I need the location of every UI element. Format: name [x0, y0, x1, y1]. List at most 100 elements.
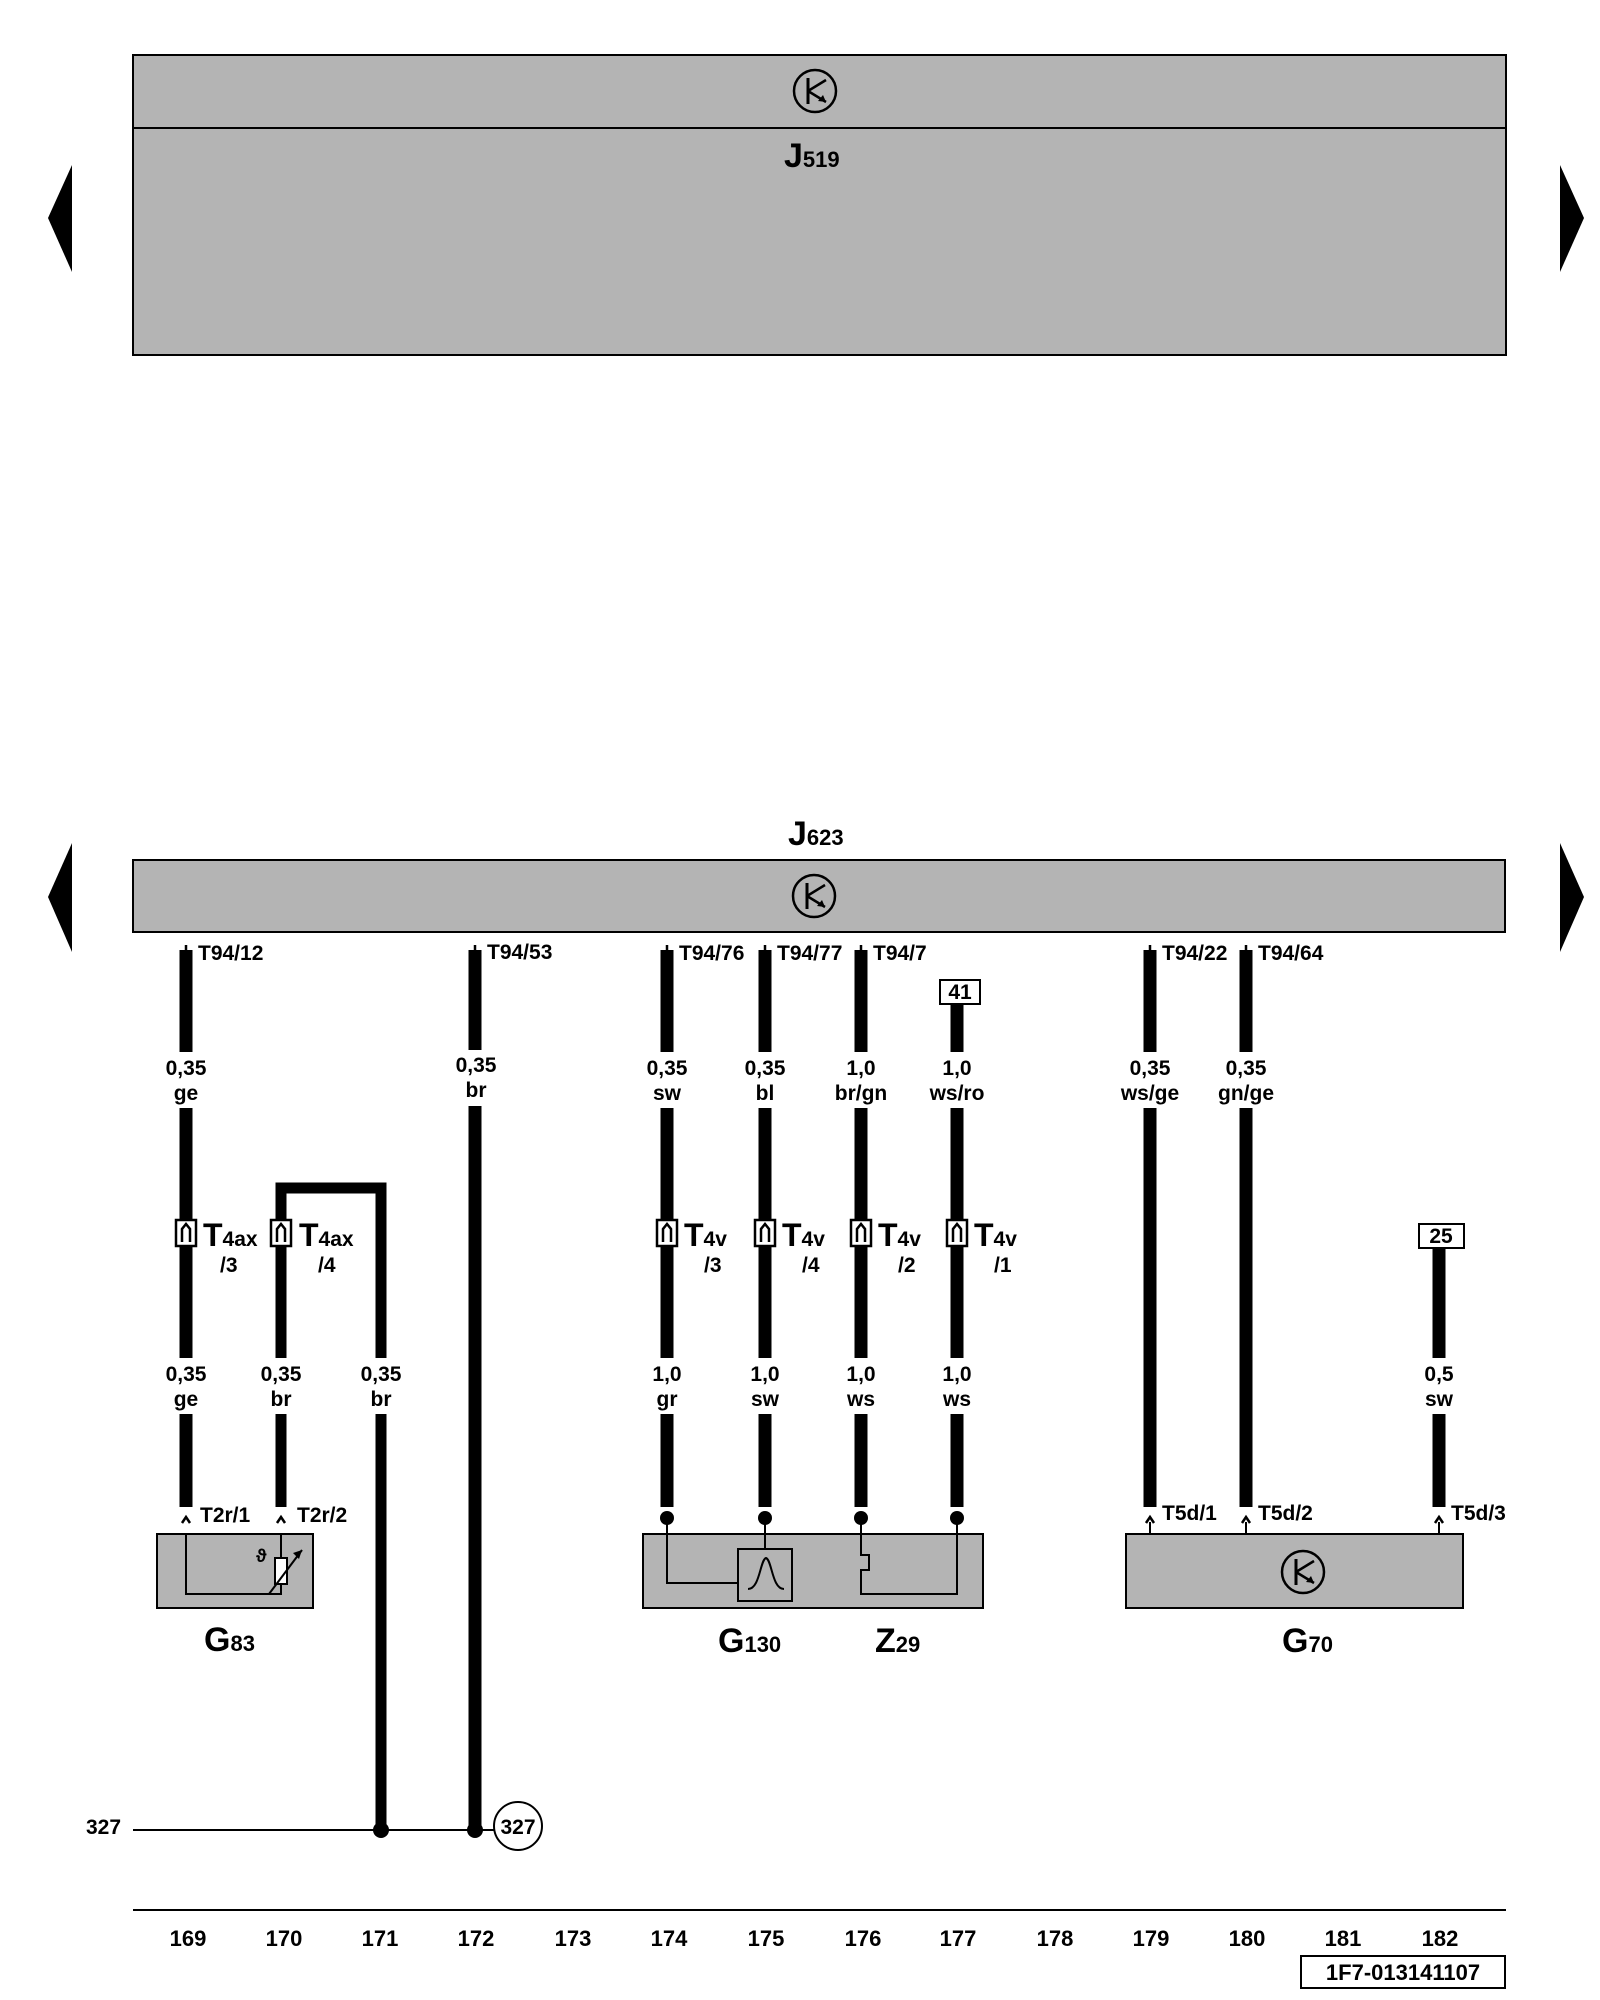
next-page-arrow-bottom[interactable]	[1560, 843, 1584, 952]
wire-color: br	[371, 1388, 392, 1411]
ground-connection-327: 327 327	[86, 1801, 543, 1851]
wire-color: ws	[846, 1388, 875, 1411]
wire-size: 0,35	[647, 1057, 688, 1080]
svg-text:J519: J519	[784, 137, 840, 175]
component-pin-label: T5d/2	[1258, 1502, 1313, 1525]
wire-color: sw	[653, 1082, 682, 1105]
column-number: 181	[1325, 1926, 1362, 1951]
pin-label: T94/64	[1258, 942, 1324, 965]
prev-page-arrow-bottom[interactable]	[48, 843, 72, 952]
svg-text:T4v: T4v	[878, 1217, 921, 1253]
sensor-curve-icon	[747, 1556, 785, 1590]
wire-size: 1,0	[942, 1363, 971, 1386]
heater-element-icon	[860, 1518, 958, 1595]
module-j623-name: J	[788, 815, 807, 853]
module-j623-sub: 623	[807, 825, 844, 850]
svg-text:/3: /3	[704, 1254, 722, 1277]
svg-text:T4v: T4v	[782, 1217, 825, 1253]
wire-color: bl	[756, 1082, 775, 1105]
column-number: 171	[362, 1926, 399, 1951]
component-g70: T5d/1 T5d/2 T5d/3 G70	[1125, 1502, 1506, 1660]
column-number: 170	[266, 1926, 303, 1951]
ref-box-label: 41	[948, 981, 972, 1004]
next-page-arrow-top[interactable]	[1560, 165, 1584, 272]
pin-label: T94/7	[873, 942, 927, 965]
svg-text:/1: /1	[994, 1254, 1012, 1277]
svg-text:/4: /4	[318, 1254, 336, 1277]
svg-text:T4ax: T4ax	[203, 1217, 258, 1253]
wire-size: 0,35	[1130, 1057, 1171, 1080]
component-g83: ϑ T2r/1 T2r/2 G83	[156, 1504, 347, 1659]
svg-text:T4ax: T4ax	[299, 1217, 354, 1253]
column-number: 176	[845, 1926, 882, 1951]
document-id-box: 1F7-013141107	[1300, 1955, 1506, 1989]
column-number: 169	[170, 1926, 207, 1951]
wire-size: 0,35	[166, 1057, 207, 1080]
wire-size: 0,35	[261, 1363, 302, 1386]
ref-box-label: 25	[1429, 1225, 1453, 1248]
wire-color: br	[466, 1079, 487, 1102]
wire-color: ws/ge	[1120, 1082, 1179, 1105]
wire-size: 1,0	[942, 1057, 971, 1080]
label-gaps	[160, 1050, 1465, 1414]
pin-label: T94/22	[1162, 942, 1227, 965]
pin-label: T94/76	[679, 942, 744, 965]
ref-box-41: 41	[939, 979, 981, 1005]
svg-text:/3: /3	[220, 1254, 238, 1277]
connector-labels: T4ax /3 T4ax /4 T4v /3 T4v /4 T4v /2 T4v…	[203, 1217, 1017, 1277]
wire-size: 0,35	[745, 1057, 786, 1080]
wire-size: 0,35	[361, 1363, 402, 1386]
column-number: 182	[1422, 1926, 1459, 1951]
wire-color: ge	[174, 1388, 199, 1411]
pin-label: T94/12	[198, 942, 263, 965]
wire-size: 0,35	[1226, 1057, 1267, 1080]
wire-color: ws/ro	[929, 1082, 985, 1105]
wire-size: 1,0	[846, 1057, 875, 1080]
wire-size: 0,35	[456, 1054, 497, 1077]
pin-labels: T94/12 T94/53 T94/76 T94/77 T94/7 T94/22…	[198, 941, 1324, 965]
column-number: 172	[458, 1926, 495, 1951]
wire-color: ws	[942, 1388, 971, 1411]
module-j519-name: J	[784, 137, 803, 175]
component-pin-label: T5d/1	[1162, 1502, 1217, 1525]
svg-text:J623: J623	[788, 815, 844, 853]
connector-symbols	[174, 1218, 969, 1248]
wire-size: 1,0	[652, 1363, 681, 1386]
svg-text:T4v: T4v	[684, 1217, 727, 1253]
wire-size: 1,0	[750, 1363, 779, 1386]
wire-size: 0,35	[166, 1363, 207, 1386]
wire-labels-upper: 0,35 ge 0,35 br 0,35 sw 0,35 bl 1,0 br/g…	[166, 1054, 1274, 1105]
svg-text:G70: G70	[1282, 1622, 1333, 1660]
svg-text:G130: G130	[718, 1622, 781, 1660]
temperature-icon: ϑ	[256, 1546, 267, 1566]
module-j623: J623	[132, 815, 1506, 933]
component-g130-z29: G130 Z29	[642, 1511, 984, 1660]
component-pin-label: T5d/3	[1451, 1502, 1506, 1525]
column-number: 175	[748, 1926, 785, 1951]
column-number: 174	[651, 1926, 688, 1951]
column-axis: 169 170 171 172 173 174 175 176 177 178 …	[133, 1909, 1506, 1951]
wire-size: 0,5	[1424, 1363, 1454, 1386]
svg-text:T4v: T4v	[974, 1217, 1017, 1253]
column-number: 173	[555, 1926, 592, 1951]
svg-text:Z29: Z29	[875, 1622, 920, 1660]
module-j519-sub: 519	[803, 147, 840, 172]
ground-circle-label: 327	[500, 1816, 535, 1839]
ref-box-25: 25	[1418, 1223, 1465, 1249]
wire-color: gr	[657, 1388, 678, 1411]
svg-text:/2: /2	[898, 1254, 916, 1277]
wire-size: 1,0	[846, 1363, 875, 1386]
wire-color: ge	[174, 1082, 199, 1105]
pin-label: T94/53	[487, 941, 552, 964]
component-pin-label: T2r/2	[297, 1504, 347, 1527]
wire-color: sw	[1425, 1388, 1454, 1411]
pin-label: T94/77	[777, 942, 842, 965]
module-j519: J519	[132, 54, 1507, 356]
column-number: 180	[1229, 1926, 1266, 1951]
wire-color: gn/ge	[1218, 1082, 1274, 1105]
wire-labels-lower: 0,35 ge 0,35 br 0,35 br 1,0 gr 1,0 sw 1,…	[166, 1363, 1454, 1411]
prev-page-arrow-top[interactable]	[48, 165, 72, 272]
component-pin-label: T2r/1	[200, 1504, 251, 1527]
column-number: 178	[1037, 1926, 1074, 1951]
